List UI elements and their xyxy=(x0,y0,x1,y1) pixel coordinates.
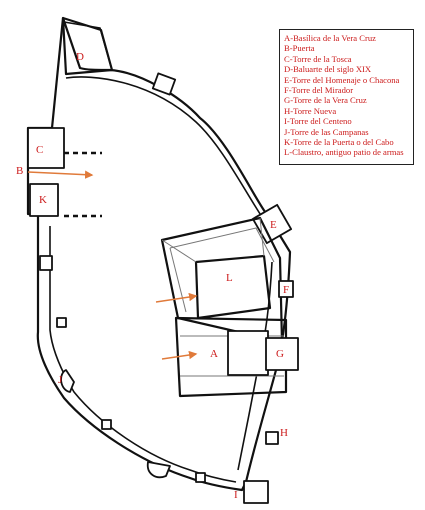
entrance-arrow-gate xyxy=(27,170,94,179)
label-e: E xyxy=(270,219,277,231)
label-j: J xyxy=(58,374,63,386)
label-k: K xyxy=(39,194,47,206)
legend-item-j: J-Torre de las Campanas xyxy=(284,126,369,137)
label-g: G xyxy=(276,348,284,360)
entrance-arrow-cloister xyxy=(155,292,198,303)
torre-de-la-vera-cruz xyxy=(227,330,299,376)
label-i: I xyxy=(234,489,238,501)
legend-item-e: E-Torre del Homenaje o Chacona xyxy=(284,74,400,85)
legend-item-d: D-Baluarte del siglo XIX xyxy=(284,64,372,75)
torre-nueva xyxy=(265,431,279,445)
legend-item-h: H-Torre Nueva xyxy=(284,105,337,116)
legend-item-i: I-Torre del Centeno xyxy=(284,116,352,127)
torre-del-centeno xyxy=(243,480,269,504)
legend-item-f: F-Torre del Mirador xyxy=(284,85,354,96)
legend-item-l: L-Claustro, antiguo patio de armas xyxy=(284,147,404,158)
label-l: L xyxy=(226,272,233,284)
legend-box: A-Basílica de la Vera Cruz B-Puerta C-To… xyxy=(279,29,414,165)
label-d: D xyxy=(76,51,84,63)
label-c: C xyxy=(36,144,44,156)
label-b: B xyxy=(16,165,24,177)
legend-item-c: C-Torre de la Tosca xyxy=(284,53,352,64)
legend-item-k: K-Torre de la Puerta o del Cabo xyxy=(284,137,394,148)
torre-del-homenaje xyxy=(251,203,293,245)
label-f: F xyxy=(283,284,290,296)
torre-de-la-tosca xyxy=(27,127,65,169)
legend-item-b: B-Puerta xyxy=(284,43,315,54)
label-h: H xyxy=(280,427,288,439)
wall-turrets xyxy=(39,72,206,483)
torre-de-la-puerta xyxy=(29,183,59,217)
legend-item-g: G-Torre de la Vera Cruz xyxy=(284,95,367,106)
baluarte-siglo-xix xyxy=(61,16,114,76)
torre-del-mirador xyxy=(278,280,294,298)
legend-item-a: A-Basílica de la Vera Cruz xyxy=(284,33,376,43)
label-a: A xyxy=(210,348,218,360)
entrance-arrow-basilica xyxy=(161,350,198,360)
